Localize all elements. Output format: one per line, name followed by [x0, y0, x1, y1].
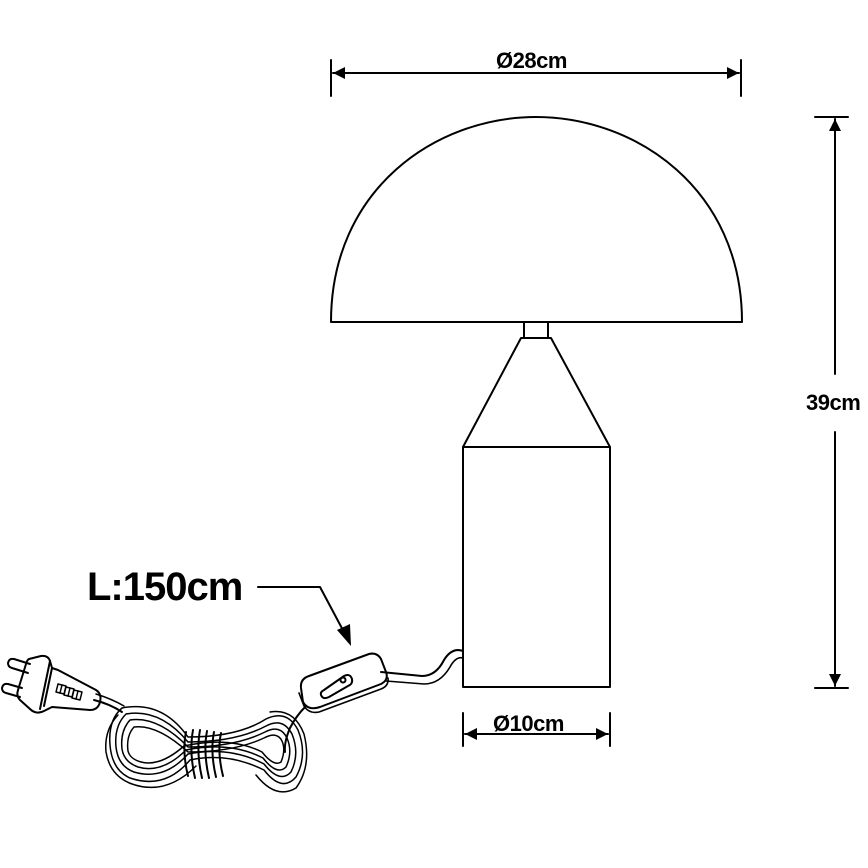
height-label: 39cm	[806, 390, 861, 415]
shade-width-dimension	[330, 59, 742, 97]
cable-upper	[380, 649, 464, 677]
cable-middle	[283, 705, 307, 753]
base-diameter-label: Ø10cm	[493, 711, 564, 736]
base-width-dimension	[462, 712, 611, 747]
height-dimension	[814, 116, 849, 689]
eu-plug-icon	[1, 654, 102, 714]
cable-upper-second	[385, 656, 464, 685]
shade-diameter-label: Ø28cm	[496, 48, 567, 73]
lamp-cone	[462, 337, 611, 448]
lamp-base	[462, 446, 611, 688]
cord-length-label: L:150cm	[87, 565, 243, 609]
lamp-neck	[523, 321, 549, 339]
cord-length-leader	[257, 586, 351, 646]
lamp-shade	[330, 116, 743, 323]
coiled-cable-icon	[105, 705, 308, 793]
inline-switch-icon	[298, 652, 389, 714]
cable-lower-second	[95, 693, 125, 707]
cable-lower	[93, 699, 123, 713]
coil-wrap-band	[183, 729, 224, 779]
